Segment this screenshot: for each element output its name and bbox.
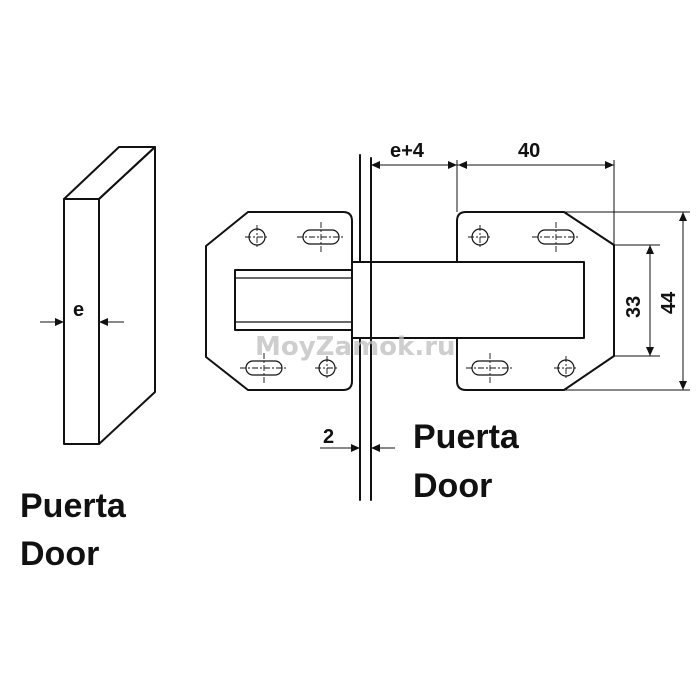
overlap-label: e+4: [390, 140, 425, 162]
gap-label: 2: [323, 426, 334, 448]
watermark: MoyZamok.ru: [255, 332, 456, 362]
right-caption-puerta: Puerta: [413, 418, 520, 456]
dimension-inner-height: 33: [614, 244, 660, 357]
door-thickness-label: e: [73, 299, 84, 321]
dimension-gap: 2: [320, 426, 395, 452]
inner-height-label: 33: [623, 296, 645, 318]
width-label: 40: [518, 140, 540, 162]
outer-height-label: 44: [658, 291, 680, 314]
left-caption-puerta: Puerta: [20, 487, 127, 525]
door-panel: e: [40, 146, 156, 445]
dimension-outer-height: 44: [564, 211, 690, 391]
right-caption-door: Door: [413, 467, 492, 505]
bolt-housing: [234, 269, 360, 331]
left-caption-door: Door: [20, 535, 99, 573]
dimension-overlap: e+4: [371, 140, 457, 169]
strike-plate: [370, 211, 615, 391]
dimension-width: 40: [457, 140, 614, 169]
